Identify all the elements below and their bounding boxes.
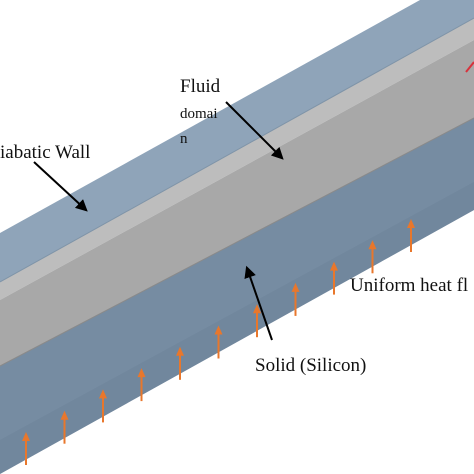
heat-flux-arrow <box>368 240 377 274</box>
adiabatic-wall-label: iabatic Wall <box>0 142 90 163</box>
fluid-label-line3: n <box>180 131 188 147</box>
heat-flux-arrow <box>253 304 261 338</box>
heat-flux-arrow <box>291 282 300 316</box>
heat-flux-arrows <box>22 219 415 465</box>
heat-flux-arrow <box>330 261 338 295</box>
heat-flux-arrow <box>214 325 223 359</box>
heat-flux-arrow <box>407 219 415 252</box>
fluid-top-strip <box>0 18 474 300</box>
adiabatic-wall-face <box>0 0 474 282</box>
heat-flux-label: Uniform heat fl <box>350 275 468 296</box>
heat-flux-arrow <box>99 389 107 423</box>
solid-lower-band <box>0 182 474 474</box>
fluid-domain-pointer <box>225 101 284 160</box>
fluid-label-line2: domai <box>180 106 218 122</box>
fluid-label-line1: Fluid <box>180 76 221 97</box>
fluid-domain-face <box>0 40 474 366</box>
adiabatic-wall-pointer <box>33 161 88 212</box>
red-pointer-stub <box>465 61 474 73</box>
heat-flux-arrow <box>176 346 184 380</box>
heat-flux-arrow <box>137 368 146 402</box>
heat-flux-arrow <box>60 410 69 444</box>
heat-flux-arrow <box>22 432 30 465</box>
solid-pointer <box>244 265 273 341</box>
solid-label: Solid (Silicon) <box>255 355 366 376</box>
